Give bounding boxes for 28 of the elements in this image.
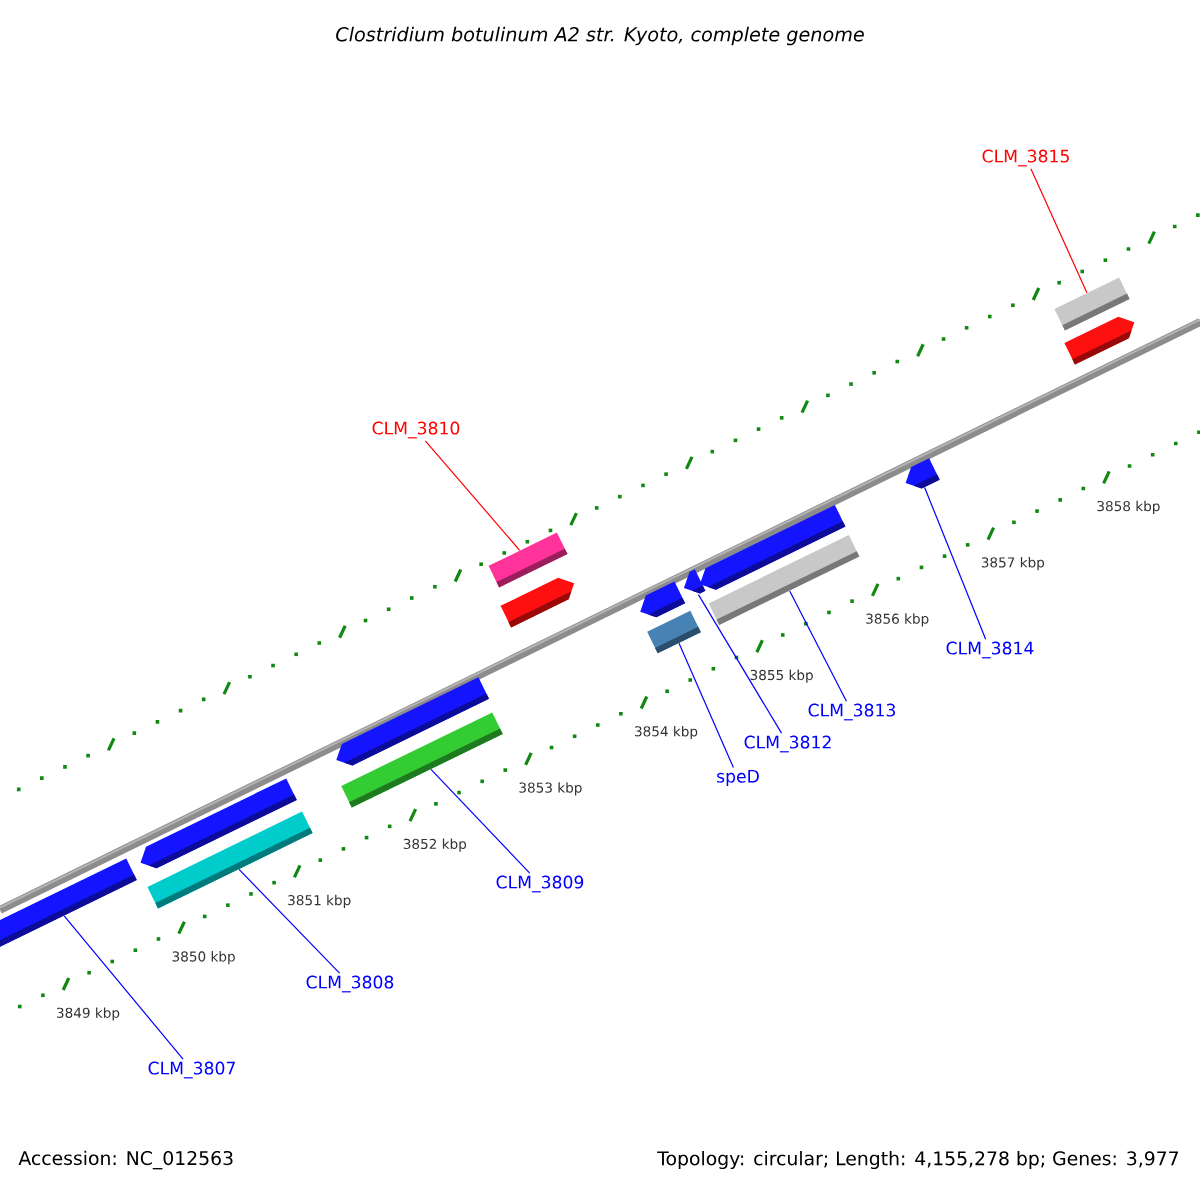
leader-line (924, 486, 987, 640)
gene-bar (708, 535, 860, 625)
leader-line (238, 868, 341, 974)
genome-info-text: Topology: circular; Length: 4,155,278 bp; Genes: 3,977 (657, 1150, 1178, 1170)
gene-bar (488, 532, 568, 588)
gene-label: CLM_3813 (808, 703, 895, 721)
accession-text: Accession: NC_012563 (18, 1150, 233, 1170)
gene-label: CLM_3812 (744, 735, 831, 753)
gene-bar (647, 610, 701, 654)
leader-line (63, 915, 184, 1060)
gene-block (905, 458, 940, 489)
gene-label: CLM_3807 (148, 1061, 235, 1079)
gene-label: speD (717, 769, 759, 787)
title: Clostridium botulinum A2 str. Kyoto, complete genome (336, 26, 864, 46)
gene-label: CLM_3810 (372, 421, 460, 439)
leader-line (789, 590, 848, 702)
gene-label: CLM_3814 (946, 641, 1034, 659)
leader-line (424, 440, 521, 551)
leader-line (430, 768, 531, 874)
gene-label: CLM_3808 (306, 975, 394, 993)
leader-line (697, 594, 783, 734)
gene-block (0, 858, 137, 949)
gene-label: CLM_3815 (982, 149, 1069, 167)
gene-bar (1054, 277, 1130, 331)
gene-bar (341, 712, 503, 808)
leader-line (678, 642, 735, 769)
gene-block (683, 569, 706, 594)
gene-label: CLM_3809 (496, 875, 584, 893)
